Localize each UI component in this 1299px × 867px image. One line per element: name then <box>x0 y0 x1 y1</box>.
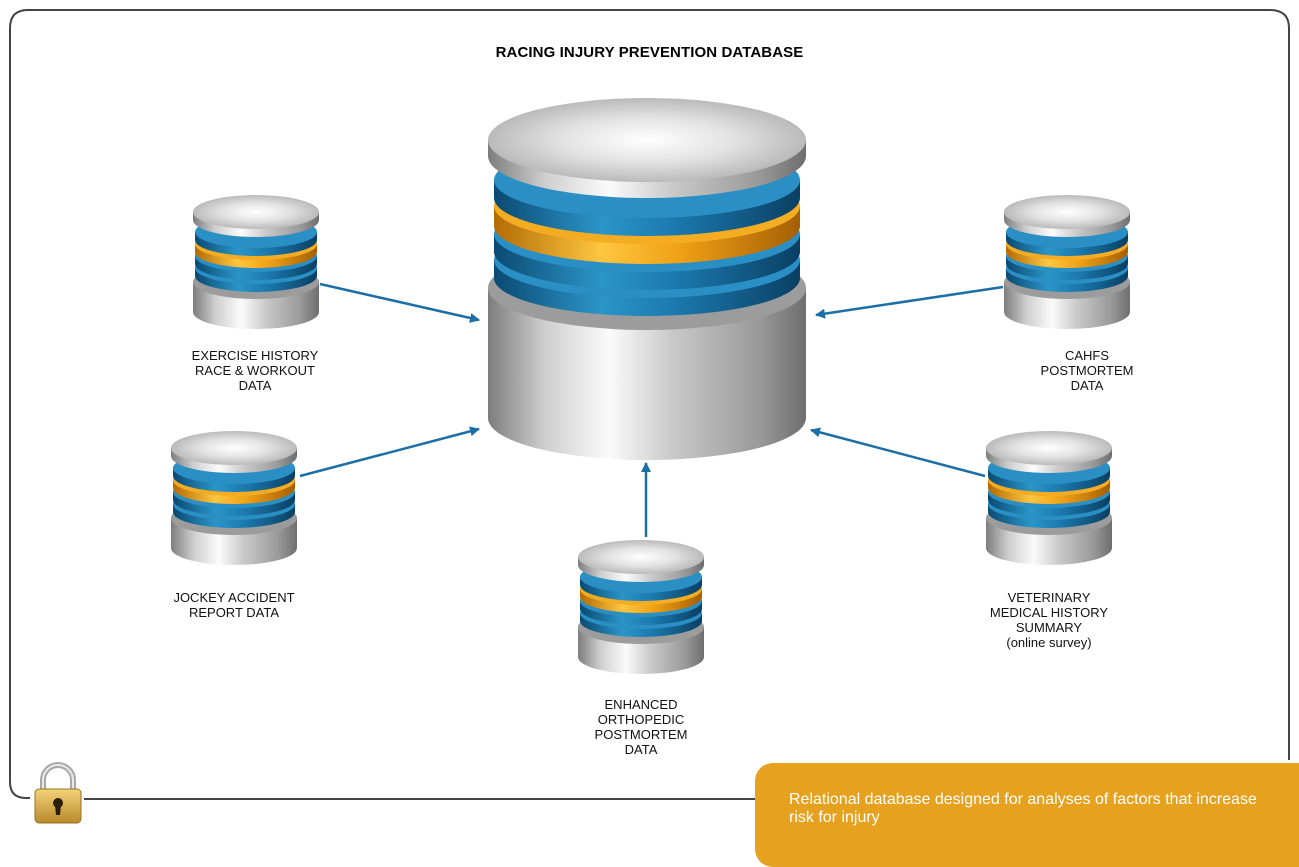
description-text: Relational database designed for analyse… <box>789 791 1257 826</box>
orthopedic-source-label: ENHANCED ORTHOPEDIC POSTMORTEM DATA <box>594 697 688 757</box>
orthopedic-database-icon <box>578 540 704 674</box>
arrow-jockey-to-main <box>299 426 480 478</box>
diagram-title: RACING INJURY PREVENTION DATABASE <box>495 44 804 61</box>
exercise-database-icon <box>193 195 319 329</box>
padlock-icon <box>34 762 82 824</box>
cahfs-source-label: CAHFS POSTMORTEM DATA <box>1040 348 1134 393</box>
cahfs-database-icon <box>1004 195 1130 329</box>
veterinary-database-icon <box>986 431 1112 565</box>
arrow-exercise-to-main <box>319 282 480 323</box>
exercise-source-label: EXERCISE HISTORY RACE & WORKOUT DATA <box>191 348 319 393</box>
arrow-veterinary-to-main <box>810 427 986 478</box>
jockey-source-label: JOCKEY ACCIDENT REPORT DATA <box>173 590 295 620</box>
main-database-icon <box>488 98 806 460</box>
veterinary-source-label: VETERINARY MEDICAL HISTORY SUMMARY (onli… <box>989 590 1109 650</box>
description-note: Relational database designed for analyse… <box>755 763 1299 867</box>
arrow-cahfs-to-main <box>815 285 1004 319</box>
jockey-database-icon <box>171 431 297 565</box>
